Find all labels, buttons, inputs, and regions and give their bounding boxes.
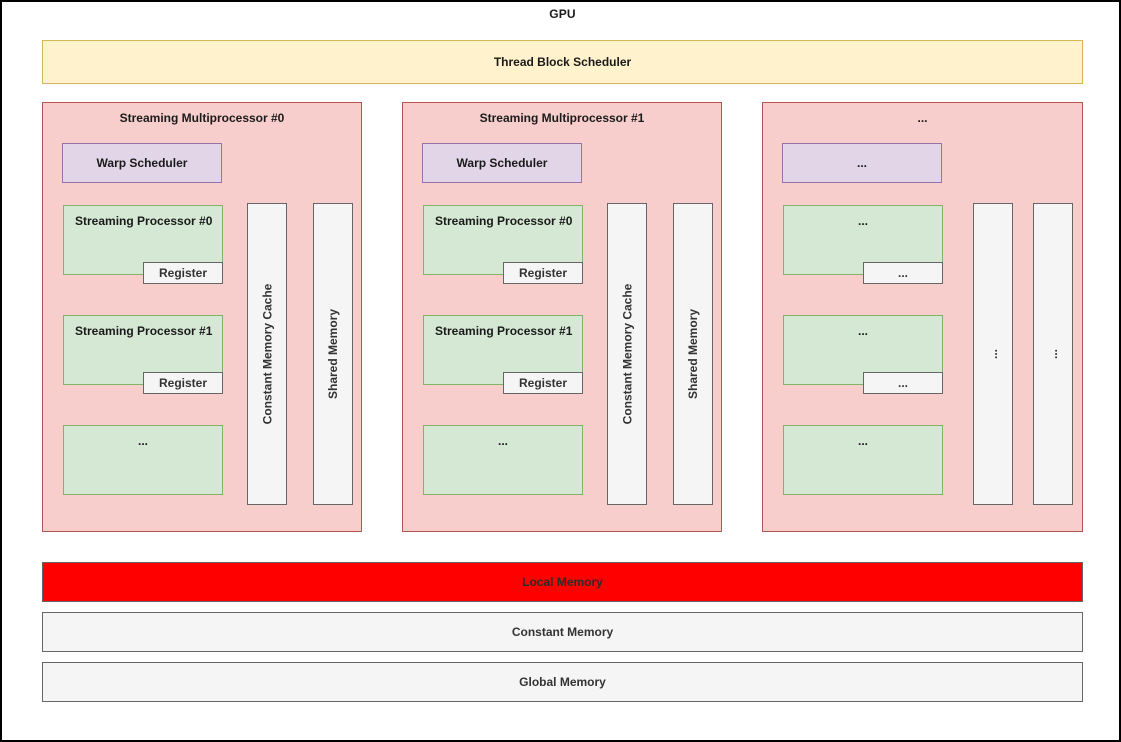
- sm-title: ...: [917, 111, 928, 125]
- sp-title: Streaming Processor #0: [75, 214, 213, 228]
- constant-memory-label: Constant Memory: [511, 625, 614, 639]
- register-box: Register: [143, 372, 223, 394]
- sp-title: ...: [137, 434, 148, 448]
- streaming-processor-box: ...: [423, 425, 583, 495]
- streaming-processor-box: ...: [63, 425, 223, 495]
- streaming-multiprocessor-ellipsis: ... ... ... ... ... ... ... ... ...: [762, 102, 1083, 532]
- warp-scheduler-box: Warp Scheduler: [62, 143, 222, 183]
- register-box: Register: [503, 372, 583, 394]
- register-box: ...: [863, 372, 943, 394]
- sp-title: ...: [497, 434, 508, 448]
- sp-title: ...: [857, 324, 868, 338]
- streaming-multiprocessor-1: Streaming Multiprocessor #1 Warp Schedul…: [402, 102, 722, 532]
- global-memory-label: Global Memory: [519, 675, 606, 689]
- warp-scheduler-label: ...: [856, 156, 867, 170]
- streaming-multiprocessor-0: Streaming Multiprocessor #0 Warp Schedul…: [42, 102, 362, 532]
- constant-memory-cache-column: ...: [973, 203, 1013, 505]
- register-box: Register: [143, 262, 223, 284]
- shared-memory-column: Shared Memory: [313, 203, 353, 505]
- sm-title: Streaming Multiprocessor #1: [479, 111, 645, 125]
- sp-title: ...: [857, 214, 868, 228]
- warp-scheduler-label: Warp Scheduler: [456, 156, 548, 170]
- shared-memory-label: ...: [1045, 348, 1060, 360]
- sm-title: Streaming Multiprocessor #0: [119, 111, 285, 125]
- constant-memory-cache-label: ...: [985, 348, 1000, 360]
- shared-memory-column: Shared Memory: [673, 203, 713, 505]
- sp-title: Streaming Processor #0: [435, 214, 573, 228]
- local-memory-label: Local Memory: [522, 575, 603, 589]
- page-title: GPU: [549, 7, 576, 21]
- shared-memory-column: ...: [1033, 203, 1073, 505]
- global-memory-bar: Global Memory: [42, 662, 1083, 702]
- local-memory-bar: Local Memory: [42, 562, 1083, 602]
- sp-title: Streaming Processor #1: [75, 324, 213, 338]
- constant-memory-cache-label: Constant Memory Cache: [260, 283, 275, 425]
- sp-title: ...: [857, 434, 868, 448]
- warp-scheduler-box: Warp Scheduler: [422, 143, 582, 183]
- warp-scheduler-box: ...: [782, 143, 942, 183]
- warp-scheduler-label: Warp Scheduler: [96, 156, 188, 170]
- sp-title: Streaming Processor #1: [435, 324, 573, 338]
- thread-block-scheduler-box: Thread Block Scheduler: [42, 40, 1083, 84]
- constant-memory-cache-column: Constant Memory Cache: [247, 203, 287, 505]
- constant-memory-bar: Constant Memory: [42, 612, 1083, 652]
- shared-memory-label: Shared Memory: [326, 308, 340, 400]
- register-box: Register: [503, 262, 583, 284]
- streaming-processor-box: ...: [783, 425, 943, 495]
- register-box: ...: [863, 262, 943, 284]
- shared-memory-label: Shared Memory: [686, 308, 700, 400]
- constant-memory-cache-column: Constant Memory Cache: [607, 203, 647, 505]
- thread-block-scheduler-label: Thread Block Scheduler: [493, 55, 632, 69]
- constant-memory-cache-label: Constant Memory Cache: [620, 283, 635, 425]
